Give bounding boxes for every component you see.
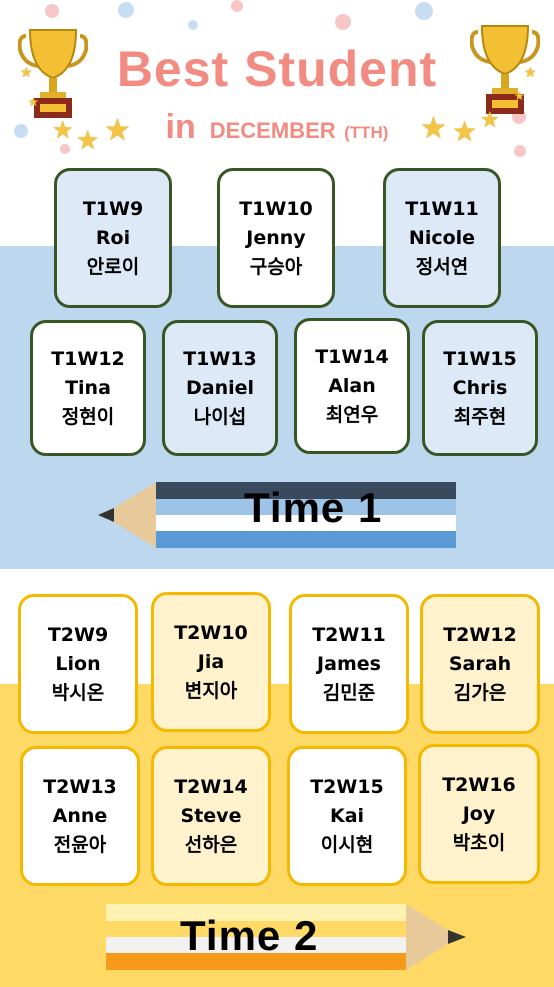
star-icon: ★ [52,116,74,144]
student-korean-name: 선하은 [184,833,238,856]
star-icon: ★ [420,111,447,146]
pencil-icon [106,904,466,970]
confetti-dot [188,20,198,30]
star-icon: ★ [20,65,33,81]
student-name: Nicole [408,226,476,249]
confetti-dot [231,0,243,12]
trophy-icon [18,29,88,118]
student-card: T1W14 Alan 최연우 [294,318,410,454]
student-name: Lion [55,652,101,675]
student-code: T2W15 [310,775,384,798]
star-icon: ★ [524,65,537,81]
pencil-icon [98,482,456,548]
student-card: T2W16 Joy 박초이 [418,744,540,884]
student-korean-name: 나이섭 [193,405,247,428]
student-code: T1W14 [315,345,389,368]
student-name: Joy [462,802,496,825]
student-code: T2W9 [47,623,109,646]
confetti-dot [60,144,70,154]
star-icon: ★ [28,95,39,109]
student-korean-name: 박시온 [51,681,105,704]
student-name: Anne [52,804,108,827]
star-icon: ★ [104,113,131,148]
student-card: T2W15 Kai 이시현 [287,746,407,886]
student-code: T1W13 [183,347,257,370]
student-name: Jenny [246,226,306,249]
student-code: T1W15 [443,347,517,370]
student-name: Alan [328,374,376,397]
student-card: T2W9 Lion 박시온 [18,594,138,734]
student-code: T2W13 [43,775,117,798]
student-code: T2W10 [174,621,248,644]
student-name: Kai [329,804,365,827]
student-code: T2W11 [312,623,386,646]
student-korean-name: 최주현 [453,405,507,428]
student-card: T2W14 Steve 선하은 [151,746,271,886]
student-code: T2W12 [443,623,517,646]
confetti-dot [45,4,59,18]
student-name: Tina [65,376,111,399]
confetti-dot [415,2,433,20]
student-card: T1W12 Tina 정현이 [30,320,146,456]
student-korean-name: 김가은 [453,681,507,704]
student-korean-name: 변지아 [184,679,238,702]
student-card: T1W11 Nicole 정서연 [383,168,501,308]
confetti-dot [14,124,28,138]
confetti-dot [118,2,134,18]
student-korean-name: 최연우 [325,403,379,426]
student-code: T1W10 [239,197,313,220]
student-name: Daniel [185,376,255,399]
confetti-dot [335,14,351,30]
student-name: Sarah [448,652,512,675]
student-code: T1W12 [51,347,125,370]
student-card: T1W10 Jenny 구승아 [217,168,335,308]
student-korean-name: 구승아 [249,255,303,278]
student-card: T1W13 Daniel 나이섭 [162,320,278,456]
student-card: T1W9 Roi 안로이 [54,168,172,308]
student-name: Chris [452,376,508,399]
student-korean-name: 전윤아 [53,833,107,856]
student-korean-name: 정서연 [415,255,469,278]
time2-label: Time 2 [180,912,319,959]
student-korean-name: 김민준 [322,681,376,704]
student-korean-name: 정현이 [61,405,115,428]
student-card: T2W10 Jia 변지아 [151,592,271,732]
student-code: T1W9 [82,197,144,220]
student-korean-name: 안로이 [86,255,140,278]
student-name: Steve [180,804,242,827]
star-icon: ★ [514,89,525,103]
student-card: T2W11 James 김민준 [289,594,409,734]
student-code: T2W14 [174,775,248,798]
star-icon: ★ [452,115,478,148]
student-name: Jia [197,650,225,673]
page-subtitle: in DECEMBER (TTH) [0,108,554,147]
time1-label: Time 1 [244,484,383,531]
trophy-icon [470,25,540,114]
student-card: T1W15 Chris 최주현 [422,320,538,456]
student-card: T2W13 Anne 전윤아 [20,746,140,886]
student-name: James [317,652,381,675]
star-icon: ★ [76,126,100,156]
student-code: T1W11 [405,197,479,220]
subtitle-month: DECEMBER [209,118,336,143]
student-code: T2W16 [442,773,516,796]
student-korean-name: 이시현 [320,833,374,856]
student-card: T2W12 Sarah 김가은 [420,594,540,734]
confetti-dot [514,145,526,157]
subtitle-in: in [165,108,196,146]
page-title: Best Student [116,41,438,97]
student-korean-name: 박초이 [452,831,506,854]
student-name: Roi [95,226,131,249]
subtitle-group: (TTH) [344,123,389,142]
star-icon: ★ [480,108,500,133]
